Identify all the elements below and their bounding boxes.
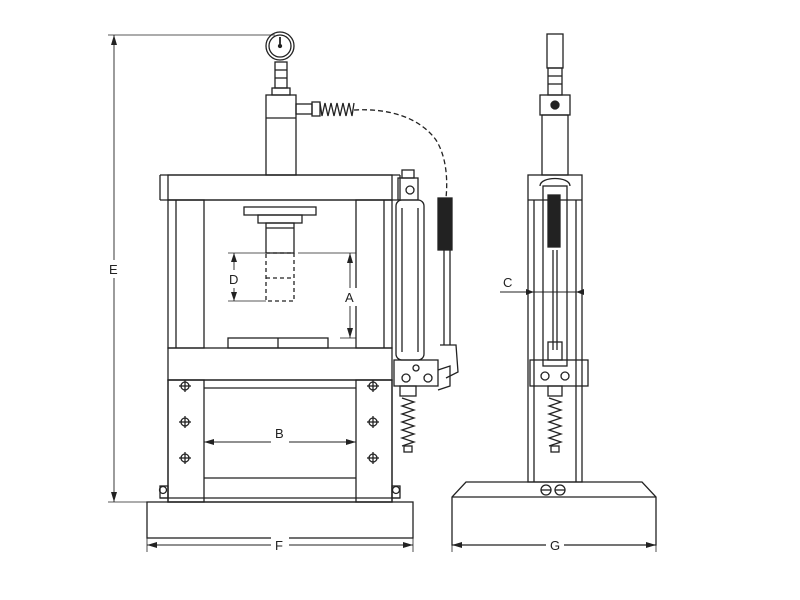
bolt-mark-icon [179,452,191,464]
pump-valve-block [393,359,439,387]
front-ram-extended-dashed [265,252,295,302]
dimension-c [500,289,584,295]
pressure-gauge-icon [265,31,295,61]
side-base-bolts [540,484,566,496]
hydraulic-hose-dashed [353,109,448,199]
label-e: E [109,262,118,277]
side-valve-block [529,359,589,387]
front-view [108,31,459,552]
side-cylinder [541,114,569,176]
pump-cylinder-body [395,199,425,361]
side-ram-grip [547,194,561,248]
label-d: D [229,272,238,287]
side-release-spring-icon [546,397,564,453]
label-a: A [345,290,354,305]
front-column-right [355,199,393,349]
front-lower-frame-left-leg [167,379,205,503]
label-b: B [275,426,284,441]
front-ram-collar [257,214,303,224]
side-gauge-edge [546,33,564,69]
gauge-stem [274,61,288,89]
bolt-mark-icon [367,416,379,428]
dimension-e [108,34,275,503]
front-ram-platen [243,206,317,216]
bolt-mark-icon [158,485,168,495]
side-view [451,33,657,552]
front-table-plate [167,347,393,381]
hose-fitting [295,103,313,115]
pump-top-cap [397,177,419,201]
pump-handle[interactable] [437,197,459,379]
label-c: C [503,275,512,290]
front-top-crossbeam [167,174,393,201]
bolt-mark-icon [391,485,401,495]
front-cylinder [265,94,297,176]
side-gauge-stem [547,67,563,96]
bolt-mark-icon [367,452,379,464]
front-lower-frame-right-leg [355,379,393,503]
label-f: F [275,538,283,553]
hose-spring-icon [319,102,355,117]
side-ram-channel [542,185,568,367]
bolt-mark-icon [179,380,191,392]
bolt-mark-icon [179,416,191,428]
front-base-plate [146,501,414,539]
front-column-left [167,199,205,349]
side-base [451,481,657,546]
label-g: G [550,538,560,553]
dimension-labels: E F B A D C G [104,260,564,555]
front-base-foot-left [159,485,169,499]
front-bolt-marks [158,380,401,495]
bolt-mark-icon [367,380,379,392]
release-spring-icon [399,397,417,453]
front-cylinder-cap [271,87,291,96]
